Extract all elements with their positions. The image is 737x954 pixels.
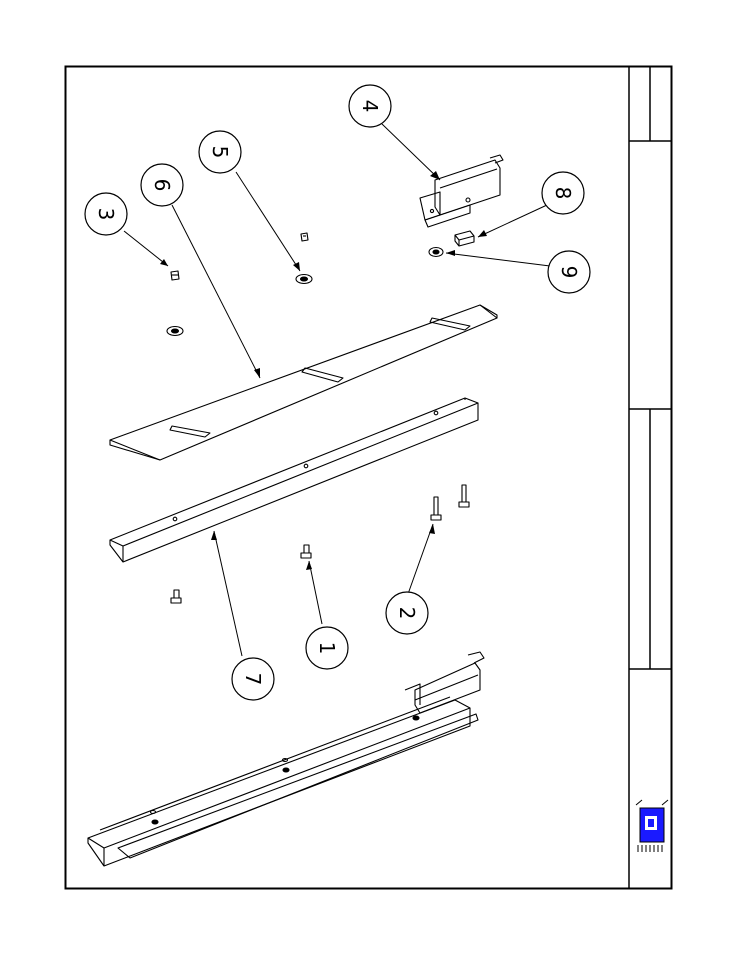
- part-bracket: [420, 155, 503, 227]
- callout-labels: 4 8 9 5 6 3 2 1 7: [94, 100, 581, 686]
- callout-label-6: 6: [150, 179, 174, 192]
- callout-label-2: 2: [395, 607, 419, 620]
- part-nut-3: [167, 271, 183, 336]
- callout-label-8: 8: [551, 187, 575, 200]
- callout-balloons: [85, 85, 590, 700]
- part-screw-1: [171, 545, 311, 603]
- title-block: [629, 66, 672, 888]
- part-angle-rail: [110, 398, 478, 562]
- company-logo-icon: [636, 800, 668, 852]
- part-washer-9: [429, 248, 443, 257]
- callout-label-3: 3: [94, 208, 118, 221]
- leader-lines: [124, 124, 550, 656]
- assembled-view: [88, 652, 484, 866]
- part-nut-washer-5: [296, 233, 312, 284]
- callout-label-9: 9: [557, 266, 581, 279]
- callout-label-1: 1: [315, 642, 339, 655]
- part-block: [455, 231, 474, 246]
- part-screw-2: [431, 485, 469, 520]
- callout-label-5: 5: [208, 146, 232, 159]
- callout-label-4: 4: [358, 100, 382, 113]
- callout-label-7: 7: [241, 673, 265, 686]
